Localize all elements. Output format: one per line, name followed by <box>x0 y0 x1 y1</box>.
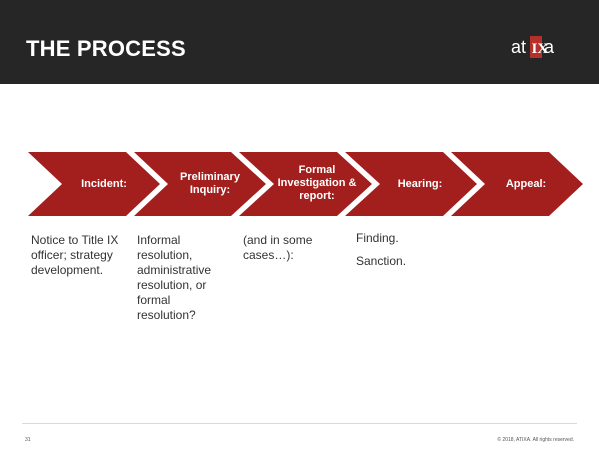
step-label-incident: Incident: <box>81 178 127 190</box>
svg-text:at: at <box>511 37 526 57</box>
step-label-preliminary-inquiry: Preliminary Inquiry: <box>180 171 240 196</box>
copyright-notice: © 2018, ATIXA. All rights reserved. <box>497 437 574 443</box>
svg-text:IX: IX <box>532 41 549 57</box>
step-label-appeal: Appeal: <box>505 178 547 190</box>
chevron-formal-investigation <box>239 152 372 216</box>
step-label-formal-investigation: Formal Investigation & report: <box>277 164 357 202</box>
step-label-hearing: Hearing: <box>397 178 443 190</box>
description-text: Finding. <box>356 231 399 245</box>
description-text: Informal resolution, administrative reso… <box>137 233 212 322</box>
chevron-hearing <box>345 152 477 216</box>
step-description-formal-investigation: (and in some cases…): <box>243 233 337 271</box>
description-text: Sanction. <box>356 254 407 268</box>
svg-text:a: a <box>544 37 555 57</box>
step-description-preliminary-inquiry: Informal resolution, administrative reso… <box>137 233 229 331</box>
step-description-incident: Notice to Title IX officer; strategy dev… <box>31 233 123 286</box>
description-text: (and in some cases…): <box>243 233 313 262</box>
title-bar: THE PROCESS at IX a <box>0 0 599 84</box>
chevron-appeal <box>451 152 583 216</box>
chevron-incident <box>28 152 160 216</box>
chevron-preliminary-inquiry <box>134 152 266 216</box>
page-number: 31 <box>25 437 31 443</box>
slide-title: THE PROCESS <box>26 36 186 61</box>
description-text: Notice to Title IX officer; strategy dev… <box>31 233 119 277</box>
footer-divider <box>22 423 577 424</box>
atixa-logo: at IX a <box>511 36 555 58</box>
step-description-hearing: Finding. Sanction. <box>356 231 448 277</box>
